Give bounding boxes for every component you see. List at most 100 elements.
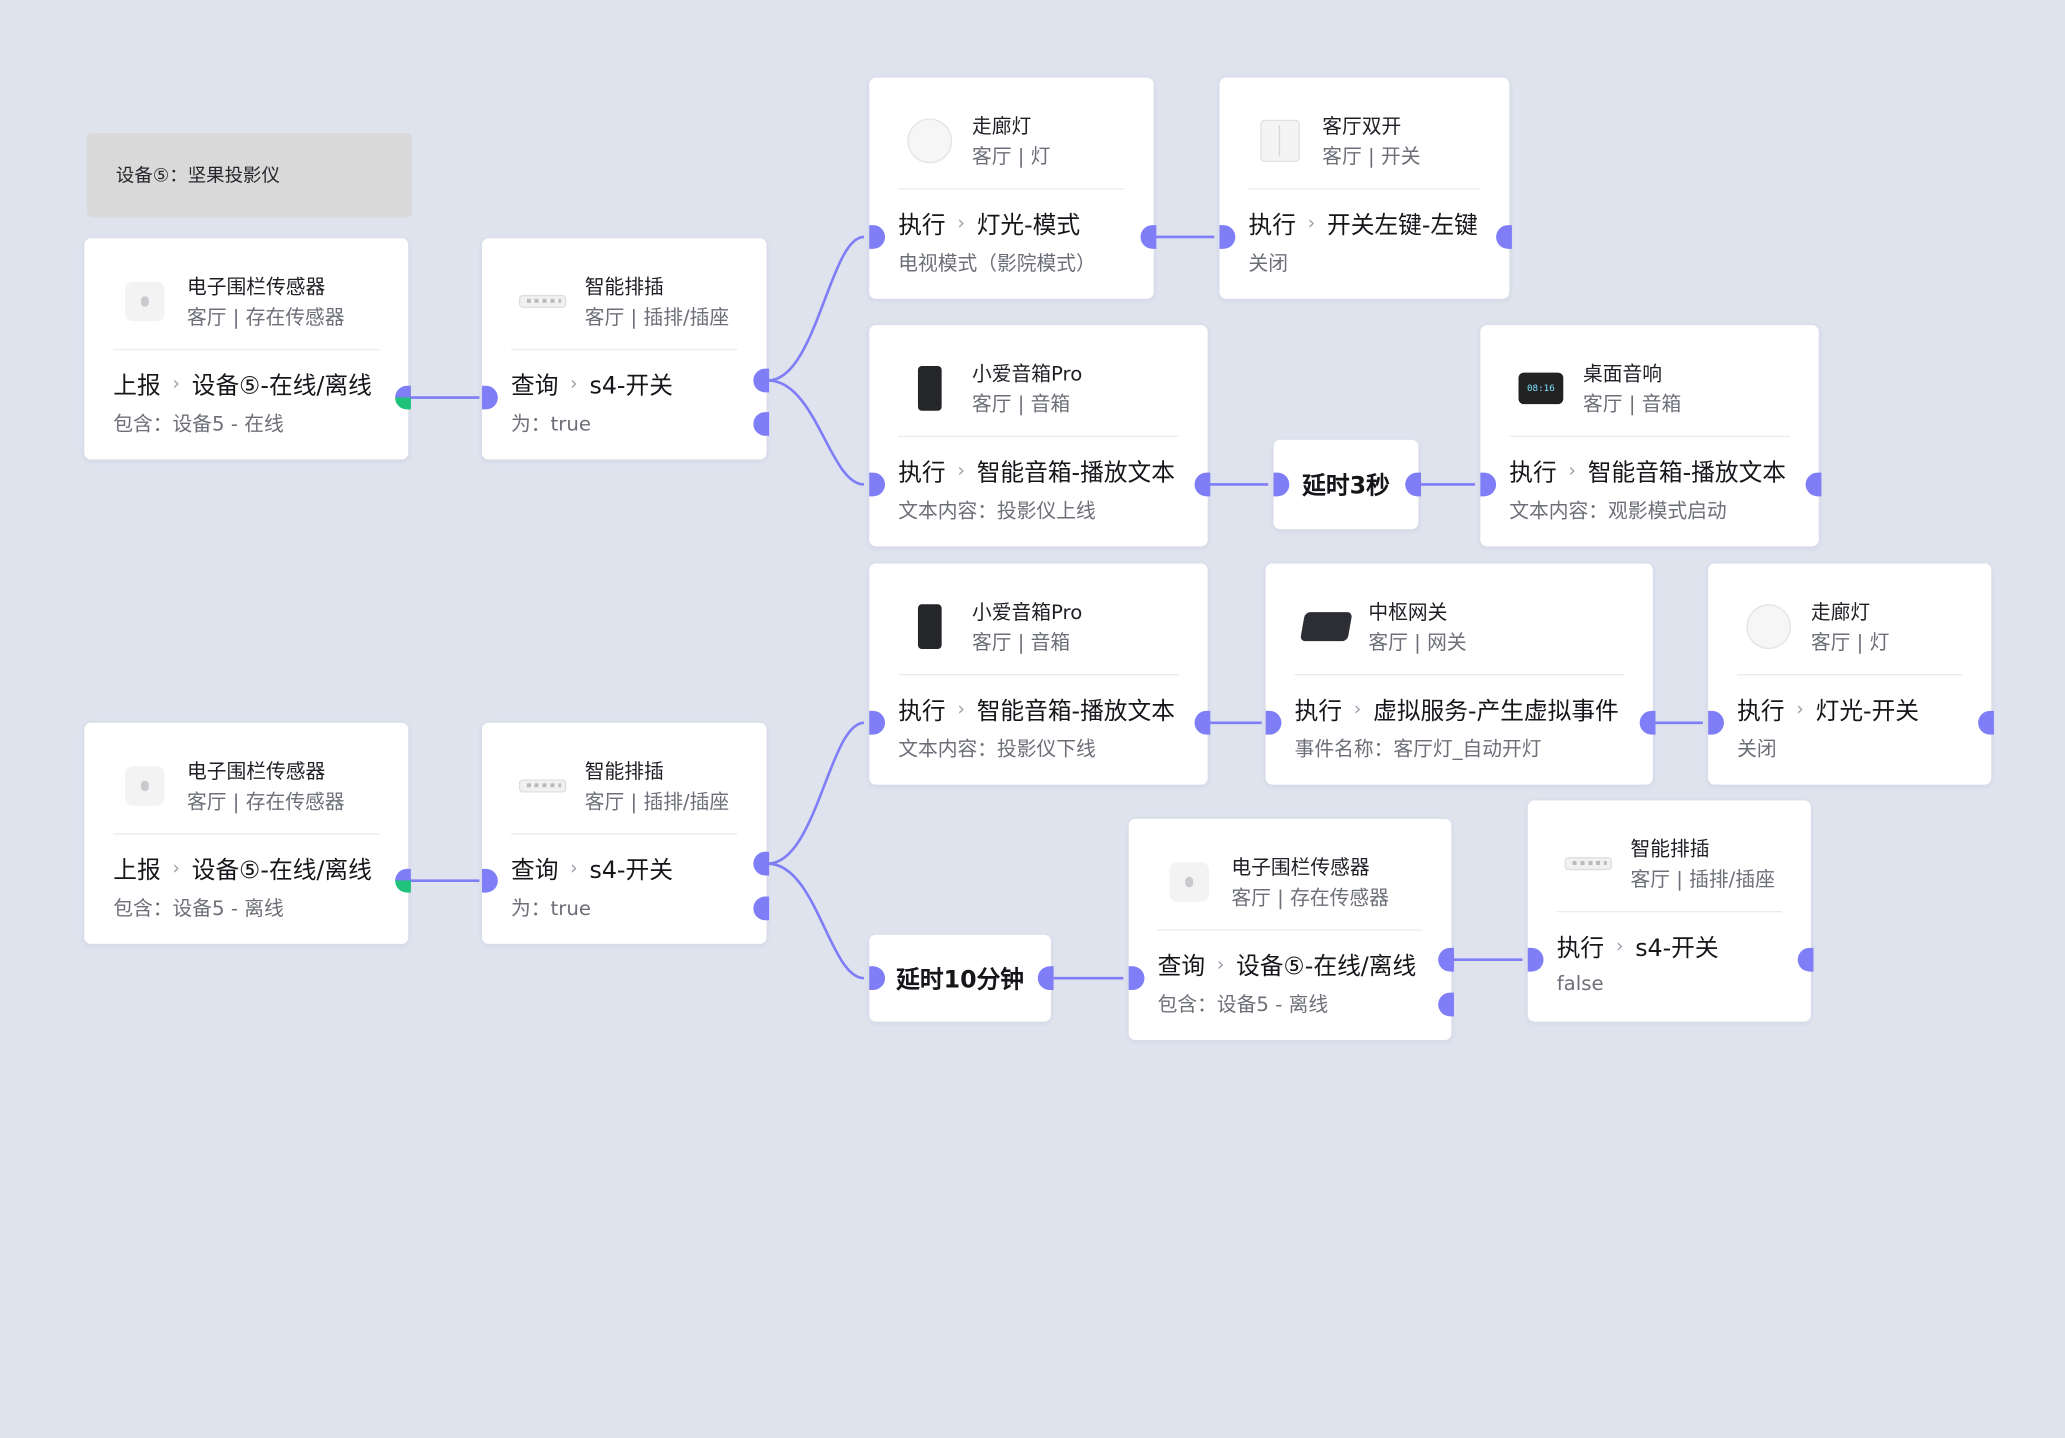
edge xyxy=(767,379,865,486)
chevron-right-icon: › xyxy=(1796,699,1804,721)
device-location: 客厅 | 灯 xyxy=(971,144,1051,169)
device-header: 智能排插 客厅 | 插排/插座 xyxy=(510,262,738,351)
device-location: 客厅 | 网关 xyxy=(1368,630,1467,655)
lamp-icon xyxy=(1745,603,1792,650)
delay-node[interactable]: 延时3秒 xyxy=(1273,439,1419,530)
device-name: 中枢网关 xyxy=(1368,600,1448,625)
action-verb: 上报 xyxy=(113,857,161,885)
query-node[interactable]: 智能排插 客厅 | 插排/插座 查询›s4-开关 为：true xyxy=(482,238,767,460)
action-verb: 执行 xyxy=(898,211,946,240)
gateway-icon xyxy=(1299,603,1353,650)
speaker-node[interactable]: 小爱音箱Pro 客厅 | 音箱 执行›智能音箱-播放文本 文本内容：投影仪下线 xyxy=(869,563,1208,785)
output-port[interactable] xyxy=(1496,225,1512,249)
edges xyxy=(409,235,1703,980)
action-detail: false xyxy=(1556,971,1604,996)
action-verb: 执行 xyxy=(1294,697,1343,726)
device-header: 电子围栏传感器 客厅 | 存在传感器 xyxy=(1157,843,1423,931)
action-line: 查询›s4-开关 xyxy=(511,852,673,886)
action-name: s4-开关 xyxy=(1635,934,1719,963)
output-port[interactable] xyxy=(1978,710,1994,735)
action-verb: 执行 xyxy=(1248,211,1296,240)
output-port[interactable] xyxy=(1797,947,1814,972)
sensor-query-node[interactable]: 电子围栏传感器 客厅 | 存在传感器 查询›设备⑤-在线/离线 包含：设备5 -… xyxy=(1128,818,1452,1041)
action-name: 开关左键-左键 xyxy=(1327,211,1478,240)
action-line: 上报›设备⑤-在线/离线 xyxy=(113,367,372,401)
output-port-false[interactable] xyxy=(753,896,770,921)
screen-text: 08:16 xyxy=(1526,383,1555,394)
input-port[interactable] xyxy=(1273,472,1290,497)
device-header: 电子围栏传感器 客厅 | 存在传感器 xyxy=(113,746,380,835)
input-port[interactable] xyxy=(1265,710,1282,735)
output-port[interactable] xyxy=(1140,225,1157,249)
lamp-icon xyxy=(906,117,953,164)
output-port[interactable] xyxy=(395,868,411,893)
output-port[interactable] xyxy=(1037,966,1054,991)
output-port-true[interactable] xyxy=(753,368,770,393)
speaker-node[interactable]: 小爱音箱Pro 客厅 | 音箱 执行›智能音箱-播放文本 文本内容：投影仪上线 xyxy=(869,325,1208,547)
input-port[interactable] xyxy=(869,710,886,735)
power-strip-icon xyxy=(518,278,567,325)
action-line: 执行›智能音箱-播放文本 xyxy=(1509,454,1786,488)
device-name: 智能排插 xyxy=(1630,837,1710,861)
input-port[interactable] xyxy=(1219,225,1236,249)
chevron-right-icon: › xyxy=(570,858,578,880)
device-name: 智能排插 xyxy=(584,275,664,299)
trigger-node[interactable]: 电子围栏传感器 客厅 | 存在传感器 上报›设备⑤-在线/离线 包含：设备5 -… xyxy=(84,238,409,460)
action-detail: 文本内容：观影模式启动 xyxy=(1509,498,1727,523)
output-port-true[interactable] xyxy=(753,851,770,876)
edge xyxy=(767,721,865,865)
action-verb: 上报 xyxy=(113,372,161,401)
input-port[interactable] xyxy=(1708,710,1724,735)
strip-exec-node[interactable]: 智能排插 客厅 | 插排/插座 执行›s4-开关 false xyxy=(1527,800,1811,1022)
action-verb: 查询 xyxy=(1157,953,1206,981)
sensor-icon xyxy=(1166,858,1213,905)
input-port[interactable] xyxy=(869,225,886,249)
input-port[interactable] xyxy=(482,868,498,893)
group-label: 设备⑤：坚果投影仪 xyxy=(86,132,413,218)
device-name: 桌面音响 xyxy=(1583,362,1663,386)
output-port[interactable] xyxy=(1639,710,1656,735)
action-line: 执行›灯光-开关 xyxy=(1737,692,1919,726)
light-switch-node[interactable]: 走廊灯 客厅 | 灯 执行›灯光-开关 关闭 xyxy=(1708,563,1992,785)
action-detail: 包含：设备5 - 在线 xyxy=(113,412,284,436)
input-port[interactable] xyxy=(482,385,498,410)
device-location: 客厅 | 灯 xyxy=(1810,630,1890,655)
input-port[interactable] xyxy=(869,966,886,991)
action-detail: 为：true xyxy=(510,412,592,436)
output-port[interactable] xyxy=(1194,472,1211,497)
output-port[interactable] xyxy=(395,385,411,410)
query-node[interactable]: 智能排插 客厅 | 插排/插座 查询›s4-开关 为：true xyxy=(482,722,767,944)
input-port[interactable] xyxy=(1527,947,1544,972)
chevron-right-icon: › xyxy=(957,460,965,482)
action-line: 执行›s4-开关 xyxy=(1557,929,1719,963)
output-port-false[interactable] xyxy=(753,412,770,436)
switch-icon xyxy=(1256,117,1303,164)
device-name: 走廊灯 xyxy=(971,114,1032,139)
desk-speaker-node[interactable]: 08:16 桌面音响 客厅 | 音箱 执行›智能音箱-播放文本 文本内容：观影模… xyxy=(1480,325,1819,547)
output-port[interactable] xyxy=(1805,472,1822,497)
action-name: 智能音箱-播放文本 xyxy=(1587,459,1786,488)
output-port[interactable] xyxy=(1194,710,1211,735)
delay-node[interactable]: 延时10分钟 xyxy=(869,934,1051,1022)
action-name: s4-开关 xyxy=(589,857,673,885)
trigger-node[interactable]: 电子围栏传感器 客厅 | 存在传感器 上报›设备⑤-在线/离线 包含：设备5 -… xyxy=(84,722,409,944)
action-name: 虚拟服务-产生虚拟事件 xyxy=(1373,697,1619,726)
device-header: 走廊灯 客厅 | 灯 xyxy=(1737,587,1963,676)
light-mode-node[interactable]: 走廊灯 客厅 | 灯 执行›灯光-模式 电视模式（影院模式） xyxy=(869,77,1154,299)
input-port[interactable] xyxy=(869,472,886,497)
action-detail: 文本内容：投影仪下线 xyxy=(898,737,1096,761)
input-port[interactable] xyxy=(1128,966,1145,991)
device-name: 走廊灯 xyxy=(1810,600,1871,625)
speaker-icon xyxy=(906,603,953,650)
output-port-true[interactable] xyxy=(1438,947,1454,972)
switch-node[interactable]: 客厅双开 客厅 | 开关 执行›开关左键-左键 关闭 xyxy=(1219,77,1510,299)
gateway-node[interactable]: 中枢网关 客厅 | 网关 执行›虚拟服务-产生虚拟事件 事件名称：客厅灯_自动开… xyxy=(1265,563,1653,785)
edge xyxy=(767,862,865,980)
output-port[interactable] xyxy=(1405,472,1422,497)
device-header: 智能排插 客厅 | 插排/插座 xyxy=(510,746,738,835)
action-line: 执行›智能音箱-播放文本 xyxy=(898,692,1175,726)
action-verb: 执行 xyxy=(898,459,946,488)
input-port[interactable] xyxy=(1480,472,1497,497)
output-port-false[interactable] xyxy=(1438,992,1454,1017)
